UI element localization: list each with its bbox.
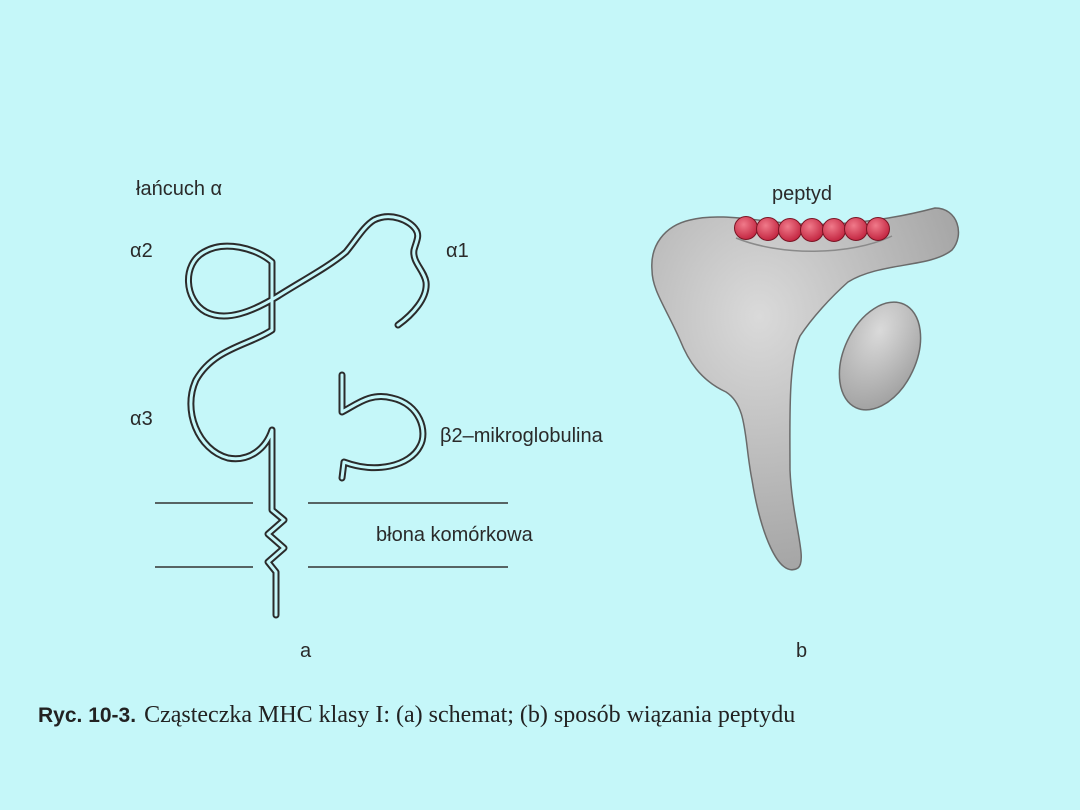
peptide-residue bbox=[734, 216, 758, 240]
peptide-chain bbox=[734, 216, 890, 242]
mhc-molecule-body bbox=[651, 207, 960, 571]
peptide-residue bbox=[844, 217, 868, 241]
alpha-chain-label: łańcuch α bbox=[136, 178, 223, 200]
peptide-residue bbox=[866, 217, 890, 241]
peptide-residue bbox=[822, 218, 846, 242]
b2m-domain bbox=[838, 301, 922, 411]
panel-a-label: a bbox=[300, 640, 312, 662]
mhc-binding-model bbox=[651, 207, 960, 571]
caption-text: Cząsteczka MHC klasy I: (a) schemat; (b)… bbox=[144, 702, 796, 728]
peptide-residue bbox=[778, 218, 802, 242]
alpha1-label: α1 bbox=[446, 240, 469, 262]
peptide-label: peptyd bbox=[772, 183, 833, 205]
peptide-residue bbox=[800, 218, 824, 242]
membrane-label: błona komórkowa bbox=[376, 524, 533, 546]
mhc-schematic bbox=[155, 213, 508, 619]
figure-caption: Ryc. 10-3. Cząsteczka MHC klasy I: (a) sc… bbox=[38, 702, 795, 729]
alpha3-label: α3 bbox=[130, 408, 153, 430]
mhc-molecule-groove bbox=[735, 235, 893, 252]
panel-b-label: b bbox=[796, 640, 808, 662]
b2m-label: β2–mikroglobulina bbox=[440, 425, 603, 447]
b2m-loop bbox=[338, 371, 427, 482]
peptide-residue bbox=[756, 217, 780, 241]
caption-number: Ryc. 10-3. bbox=[38, 704, 137, 727]
alpha2-label: α2 bbox=[130, 240, 153, 262]
